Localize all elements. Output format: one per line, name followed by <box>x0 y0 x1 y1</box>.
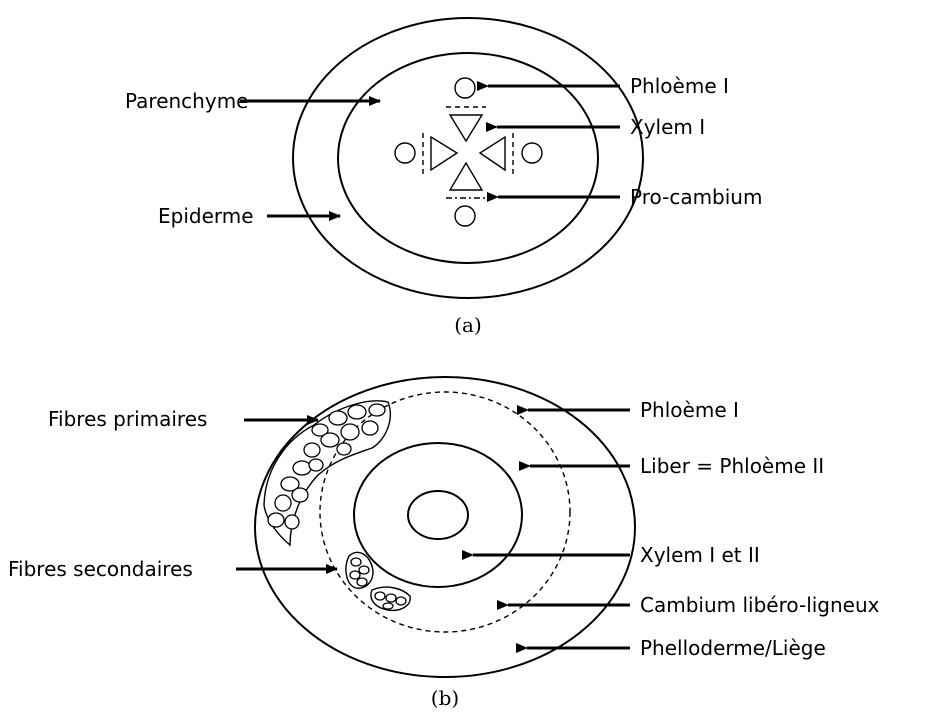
phloem-circle-left <box>394 142 416 164</box>
label-procambium-a: Pro-cambium <box>630 185 762 209</box>
phloem-circle-top <box>454 77 476 99</box>
label-xylem-b: Xylem I et II <box>640 543 760 567</box>
central-cylinder-ellipse <box>337 52 599 264</box>
label-liber: Liber = Phloème II <box>640 454 824 478</box>
diagram-b-secondary-stem: Fibres primaires Fibres secondaires Phlo… <box>8 376 880 710</box>
label-phloeme-b: Phloème I <box>640 398 739 422</box>
caption-b: (b) <box>431 686 459 710</box>
phloem-circle-right <box>521 142 543 164</box>
cambium-dashed-ellipse <box>319 391 571 633</box>
xylem-triangle-bottom <box>448 161 484 191</box>
label-fibres-secondaires: Fibres secondaires <box>8 557 193 581</box>
label-cambium: Cambium libéro-ligneux <box>640 593 880 617</box>
label-phelloderme: Phelloderme/Liège <box>640 636 826 660</box>
epidermis-outer-ellipse <box>292 17 644 299</box>
phloem-circle-bottom <box>454 205 476 227</box>
label-fibres-primaires: Fibres primaires <box>48 407 207 431</box>
caption-a: (a) <box>454 313 482 337</box>
pith-ellipse <box>407 490 469 540</box>
primary-fibres-bundle <box>263 400 391 547</box>
diagram-a-primary-stem: Phloème I Xylem I Pro-cambium Parenchyme… <box>125 17 762 337</box>
outer-bark-ellipse <box>254 376 636 678</box>
label-parenchyme-a: Parenchyme <box>125 89 248 113</box>
label-epiderme-a: Epiderme <box>158 204 254 228</box>
secondary-fibres-bundle <box>345 551 411 612</box>
xylem-triangle-left <box>430 135 459 172</box>
xylem-ellipse <box>353 442 523 588</box>
xylem-triangle-top <box>448 114 484 143</box>
label-phloeme-a: Phloème I <box>630 74 729 98</box>
label-xylem-a: Xylem I <box>630 115 705 139</box>
xylem-triangle-right <box>478 135 506 172</box>
